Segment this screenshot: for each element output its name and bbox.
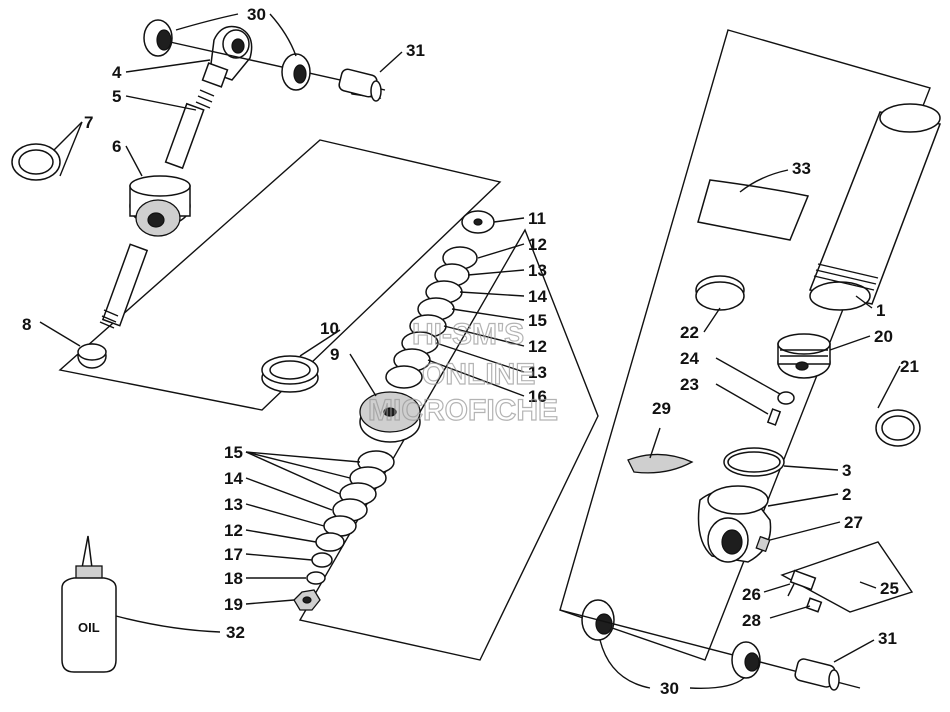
watermark-line-1: HI-SM'S xyxy=(412,318,524,351)
watermark: HI-SM'S ONLINE MICROFICHE xyxy=(367,317,558,427)
lower-shim-stack xyxy=(306,450,395,585)
leader-lines xyxy=(39,13,901,689)
part-22-snap-ring xyxy=(695,275,745,311)
label-29: 29 xyxy=(652,399,671,418)
label-18: 18 xyxy=(224,569,243,588)
part-1-shock-body xyxy=(808,103,942,311)
label-2: 2 xyxy=(842,485,851,504)
label-32: 32 xyxy=(226,623,245,642)
part-31-sleeve-top xyxy=(338,68,382,102)
label-13c: 13 xyxy=(224,495,243,514)
label-13a: 13 xyxy=(528,261,547,280)
label-31-top: 31 xyxy=(406,41,425,60)
part-27-fitting xyxy=(755,535,771,553)
valve-group-box xyxy=(780,541,914,613)
label-24: 24 xyxy=(680,349,699,368)
label-3: 3 xyxy=(842,461,851,480)
label-20: 20 xyxy=(874,327,893,346)
part-33-decal xyxy=(697,179,810,241)
label-14b: 14 xyxy=(224,469,243,488)
label-12c: 12 xyxy=(224,521,243,540)
label-26: 26 xyxy=(742,585,761,604)
upper-left-group-box xyxy=(58,139,502,411)
label-19: 19 xyxy=(224,595,243,614)
label-28: 28 xyxy=(742,611,761,630)
label-6: 6 xyxy=(112,137,121,156)
label-15b: 15 xyxy=(224,443,243,462)
part-3-o-ring xyxy=(723,447,785,477)
part-10-piston-ring xyxy=(261,355,319,393)
part-4-rod-end-eye xyxy=(201,25,253,88)
label-14a: 14 xyxy=(528,287,547,306)
label-30-bottom: 30 xyxy=(660,679,679,698)
part-20-end-cap xyxy=(777,333,831,379)
label-12b: 12 xyxy=(528,337,547,356)
label-10: 10 xyxy=(320,319,339,338)
label-31-bottom: 31 xyxy=(878,629,897,648)
part-24-washer xyxy=(777,391,795,405)
label-8: 8 xyxy=(22,315,31,334)
label-5: 5 xyxy=(112,87,121,106)
part-5-threaded-stud xyxy=(164,89,215,170)
label-25: 25 xyxy=(880,579,899,598)
label-21: 21 xyxy=(900,357,919,376)
part-2-lower-eye xyxy=(697,485,772,563)
part-31-sleeve-bottom xyxy=(794,658,840,691)
part-30-bushing-bottom-right xyxy=(731,641,761,679)
part-8-bumper xyxy=(77,343,107,369)
label-15a: 15 xyxy=(528,311,547,330)
label-22: 22 xyxy=(680,323,699,342)
oil-bottle-label: OIL xyxy=(78,620,100,635)
shock-body-group-box xyxy=(559,29,931,661)
part-32-oil-bottle xyxy=(61,535,117,673)
part-28-cap xyxy=(805,597,823,613)
label-16: 16 xyxy=(528,387,547,406)
label-11: 11 xyxy=(528,209,546,228)
watermark-line-2: ONLINE xyxy=(422,358,535,391)
part-9-piston xyxy=(359,391,421,443)
label-27: 27 xyxy=(844,513,863,532)
label-23: 23 xyxy=(680,375,699,394)
part-29-label xyxy=(627,453,694,474)
part-6-seal-head xyxy=(129,175,191,237)
label-30-top: 30 xyxy=(247,5,266,24)
part-30-bushing-top-right xyxy=(281,53,311,91)
callout-labels: 30 31 4 5 7 6 8 10 9 11 12 13 14 15 12 1… xyxy=(22,5,919,698)
part-23-valve-core xyxy=(766,408,782,426)
part-26-valve xyxy=(787,569,817,597)
label-4: 4 xyxy=(112,63,122,82)
part-30-bushing-top-left xyxy=(143,19,173,57)
label-9: 9 xyxy=(330,345,339,364)
shaft-rod-lower xyxy=(99,243,149,329)
label-1: 1 xyxy=(876,301,885,320)
label-33: 33 xyxy=(792,159,811,178)
part-21-o-ring xyxy=(875,409,921,447)
part-7-o-ring xyxy=(11,143,61,181)
label-13b: 13 xyxy=(528,363,547,382)
label-7: 7 xyxy=(84,113,93,132)
label-17: 17 xyxy=(224,545,243,564)
part-19-nut xyxy=(293,589,321,611)
watermark-line-3: MICROFICHE xyxy=(368,394,558,427)
label-12a: 12 xyxy=(528,235,547,254)
